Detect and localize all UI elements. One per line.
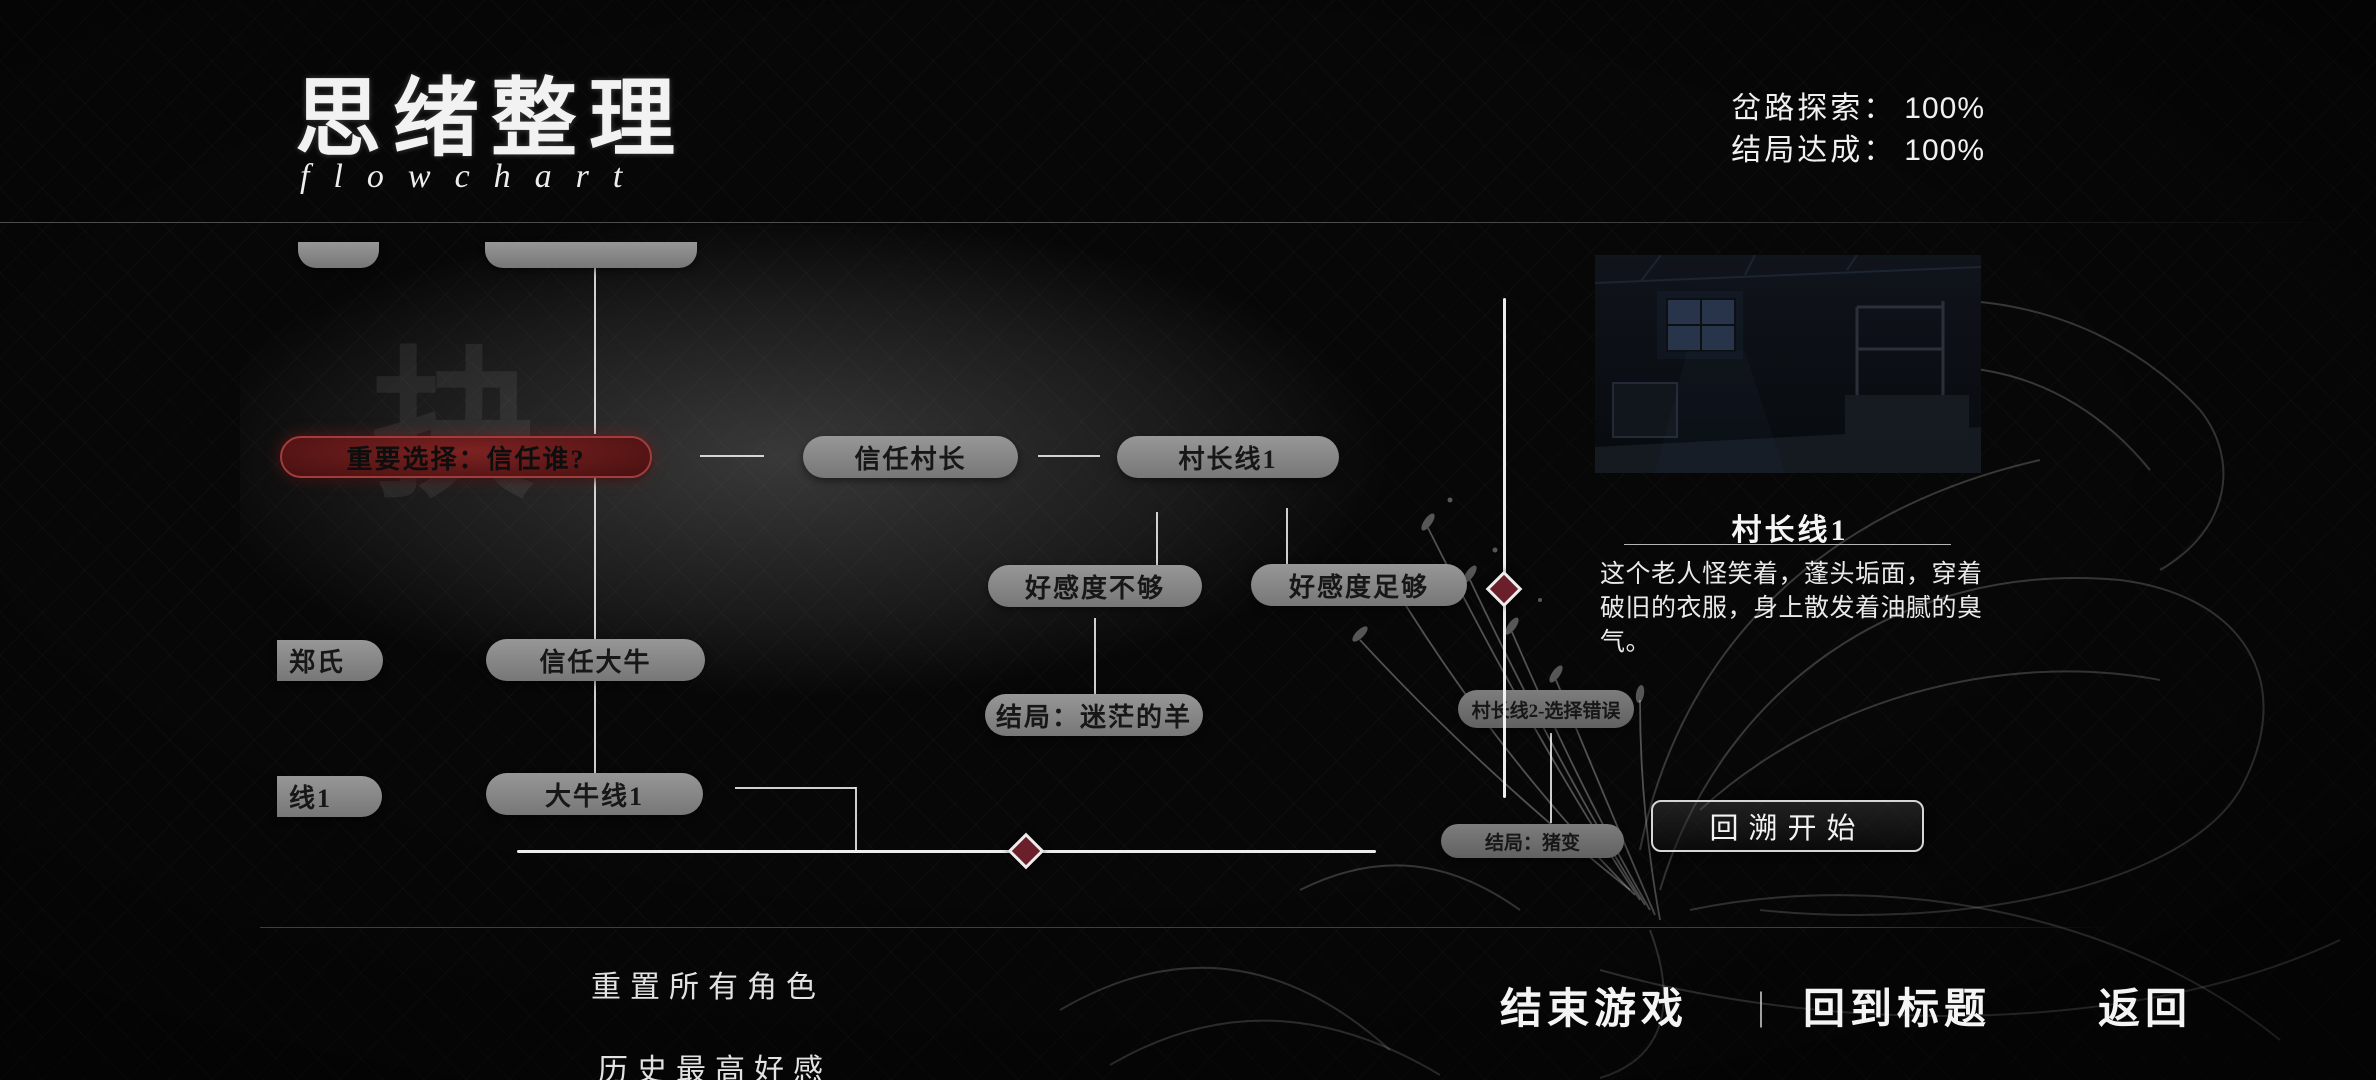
flow-node-line-1-partial[interactable]: 线1 xyxy=(277,776,382,817)
connector-line xyxy=(1156,512,1158,565)
flow-node-ending-pig[interactable]: 结局：猪变 xyxy=(1441,824,1624,858)
branch-exploration-value: 100% xyxy=(1904,92,1985,125)
footer-divider xyxy=(260,927,2110,928)
history-max-affinity-button[interactable]: 历史最高好感 xyxy=(598,1054,832,1080)
connector-line xyxy=(700,455,764,457)
ending-completion-value: 100% xyxy=(1904,134,1985,167)
vertical-scroll-track[interactable] xyxy=(1503,298,1506,798)
connector-line xyxy=(1094,618,1096,694)
ending-completion-stat: 结局达成：100% xyxy=(1731,130,1985,172)
connector-line xyxy=(1286,508,1288,564)
horizontal-scroll-track[interactable] xyxy=(517,850,1376,853)
back-to-title-button[interactable]: 回到标题 xyxy=(1803,987,1992,1033)
flow-node-top-partial-1[interactable] xyxy=(298,242,379,268)
return-button[interactable]: 返回 xyxy=(2098,987,2193,1033)
detail-panel-title: 村长线1 xyxy=(1731,514,1849,547)
connector-line xyxy=(594,268,596,434)
page-subtitle: flowchart xyxy=(300,158,647,195)
flow-node-top-partial-2[interactable] xyxy=(485,242,697,268)
connector-line xyxy=(855,787,857,851)
ending-completion-label: 结局达成： xyxy=(1731,134,1897,167)
header-divider xyxy=(0,222,2376,223)
flow-node-trust-daniu[interactable]: 信任大牛 xyxy=(486,639,705,681)
flow-node-ending-lost-sheep[interactable]: 结局：迷茫的羊 xyxy=(985,694,1203,736)
menu-separator: ｜ xyxy=(1743,991,1780,1031)
connector-line xyxy=(594,681,596,773)
flow-node-affinity-not-enough[interactable]: 好感度不够 xyxy=(988,565,1202,607)
end-game-button[interactable]: 结束游戏 xyxy=(1500,987,1689,1033)
flow-node-trust-village-chief[interactable]: 信任村长 xyxy=(803,436,1018,478)
connector-line xyxy=(1550,733,1552,823)
flow-node-daniu-line-1[interactable]: 大牛线1 xyxy=(486,773,703,815)
branch-exploration-label: 岔路探索： xyxy=(1731,92,1897,125)
flow-node-chief-line-2-wrong-choice[interactable]: 村长线2-选择错误 xyxy=(1458,690,1634,728)
flow-node-affinity-enough[interactable]: 好感度足够 xyxy=(1251,564,1467,606)
rollback-start-button[interactable]: 回溯开始 xyxy=(1651,800,1924,852)
connector-line xyxy=(594,478,596,639)
flow-node-important-choice[interactable]: 重要选择：信任谁? xyxy=(280,436,652,478)
connector-line xyxy=(1038,455,1100,457)
scene-thumbnail xyxy=(1595,255,1981,473)
branch-exploration-stat: 岔路探索：100% xyxy=(1731,88,1985,130)
detail-title-underline xyxy=(1624,544,1951,545)
progress-stats: 岔路探索：100% 结局达成：100% xyxy=(1731,88,1985,172)
connector-line xyxy=(735,787,856,789)
flow-node-zheng-partial[interactable]: 郑氏 xyxy=(277,640,383,681)
detail-description: 这个老人怪笑着，蓬头垢面，穿着破旧的衣服，身上散发着油腻的臭气。 xyxy=(1600,561,1983,656)
flow-node-chief-line-1[interactable]: 村长线1 xyxy=(1117,436,1339,478)
page-title: 思绪整理 xyxy=(295,71,687,167)
reset-all-characters-button[interactable]: 重置所有角色 xyxy=(591,971,825,1004)
